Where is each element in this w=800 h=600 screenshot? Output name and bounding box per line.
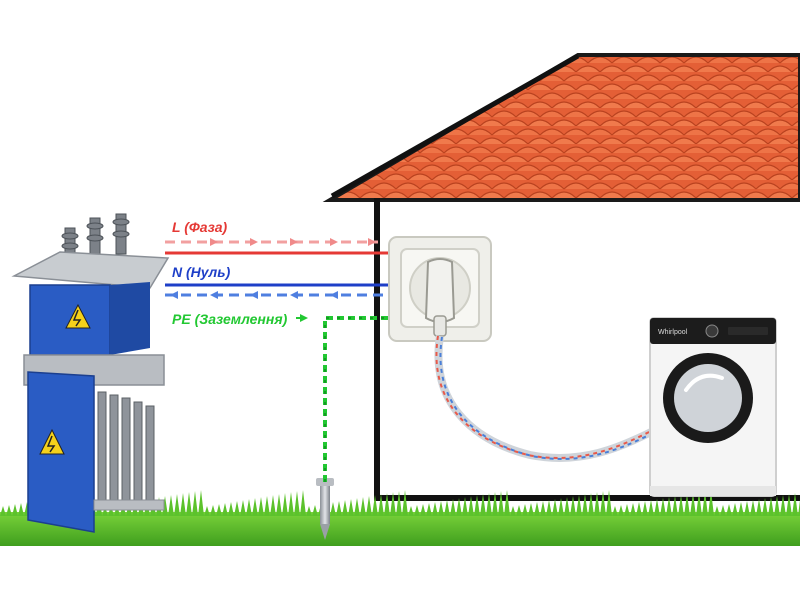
washing-machine: Whirlpool [650,318,776,496]
transformer-bushings [62,214,129,258]
wall-socket [389,237,491,341]
label-ground: PE (Заземлення) [172,311,288,327]
label-neutral: N (Нуль) [172,264,231,280]
transformer [14,214,168,532]
house-roof [330,55,800,200]
power-cable [436,336,657,459]
washer-brand: Whirlpool [658,329,688,336]
label-phase: L (Фаза) [172,219,227,235]
transformer-radiator [98,392,154,504]
